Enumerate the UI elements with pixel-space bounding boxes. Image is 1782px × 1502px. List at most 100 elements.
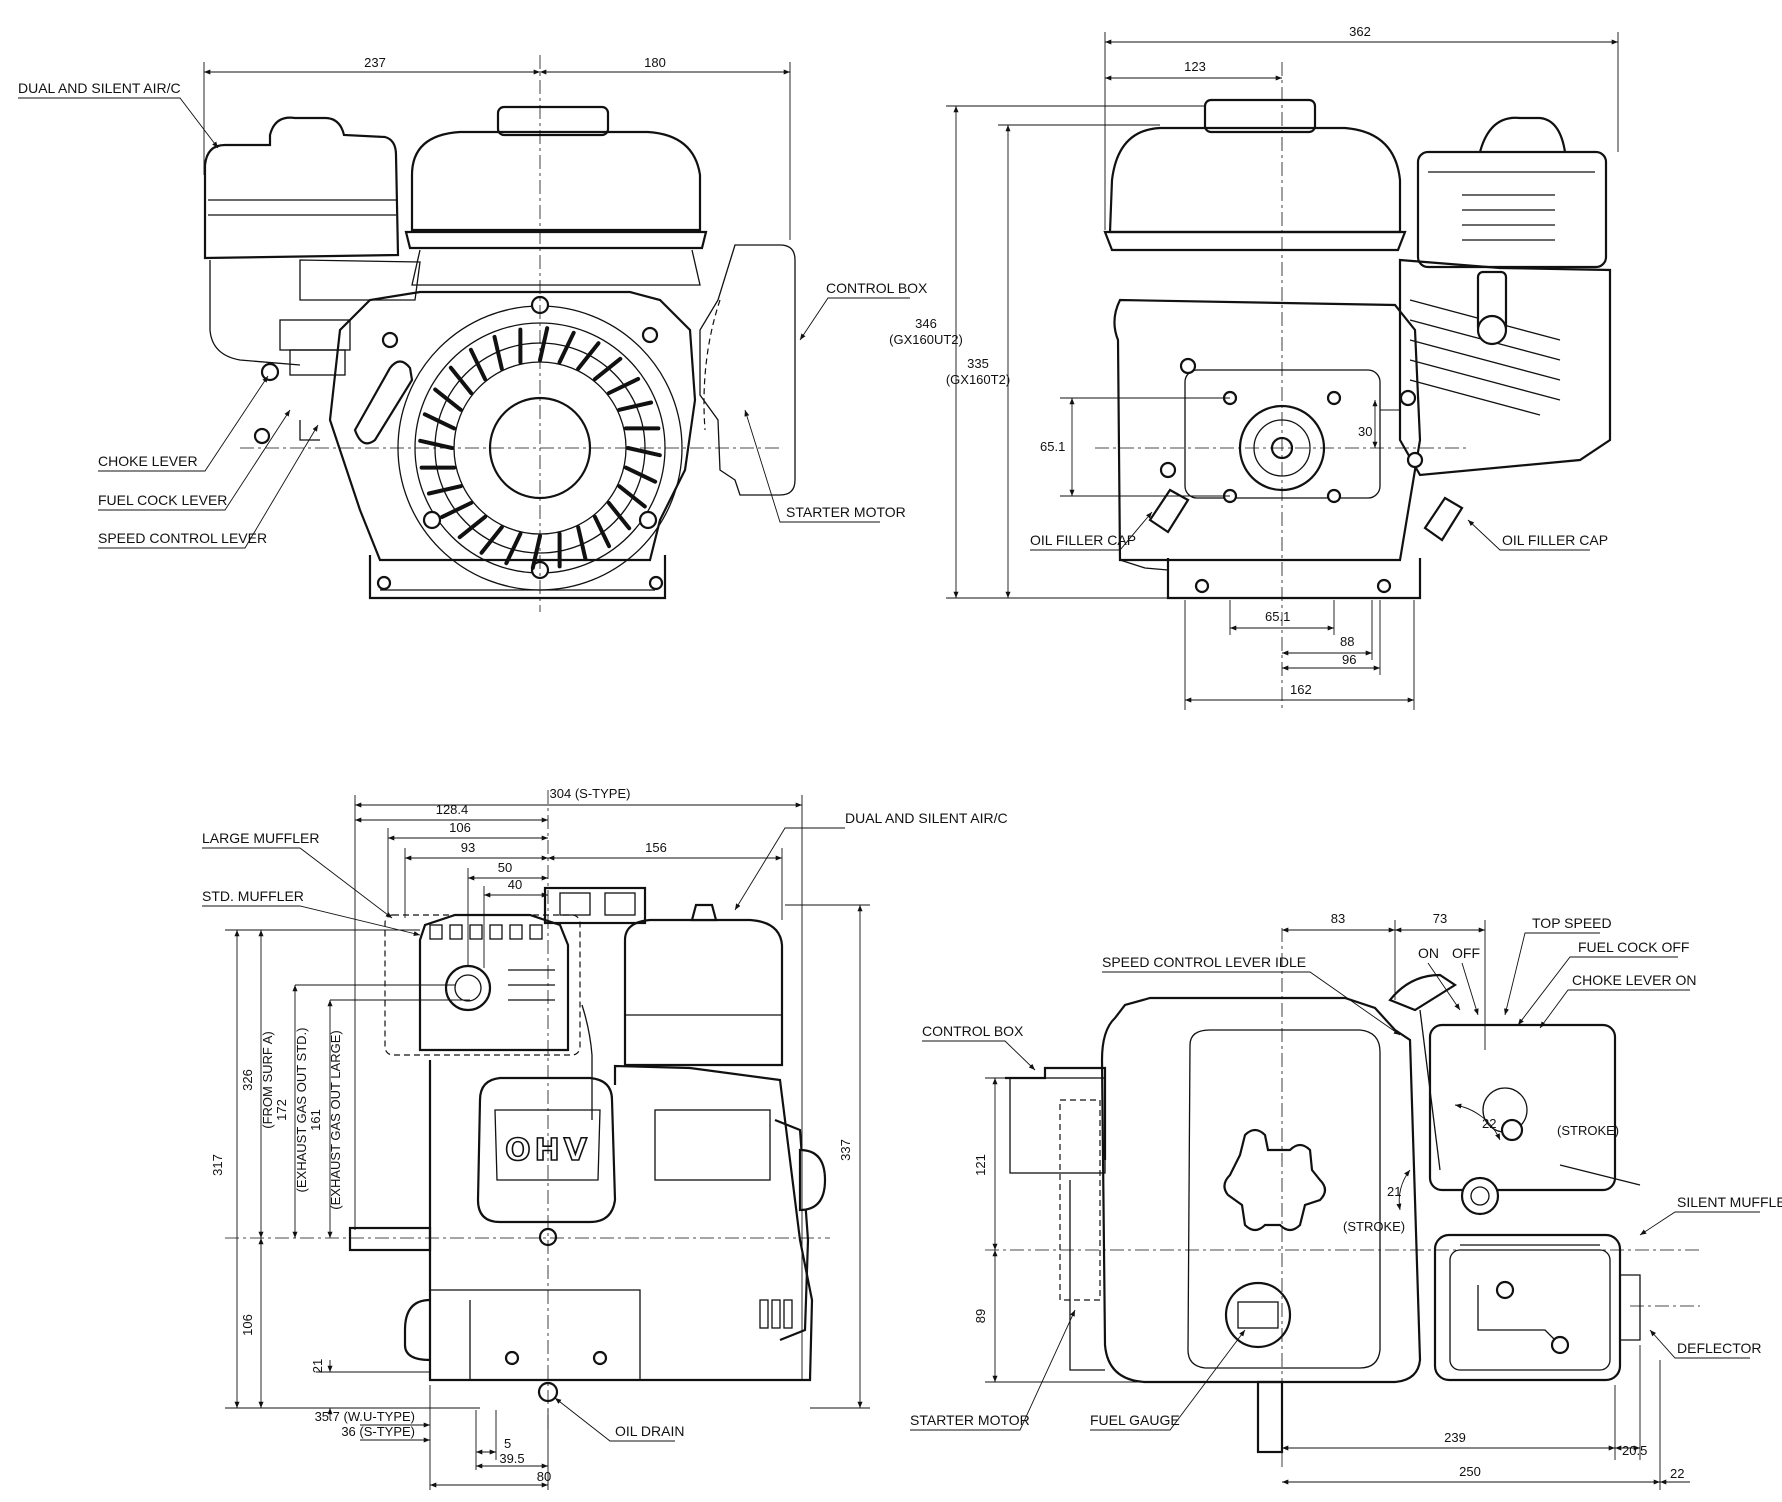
side-cylinder-head: OHV (476, 1076, 617, 1247)
recoil-slot (439, 500, 474, 520)
side-view: OHV 304 (202, 786, 1008, 1490)
side-output-shaft (348, 1226, 432, 1252)
side-fuel-line (581, 1004, 593, 1120)
front-fuel-tank (404, 105, 708, 286)
top-control-box (1005, 1066, 1107, 1371)
recoil-slot (617, 400, 654, 412)
side-dim-161: 161 (308, 1109, 323, 1131)
front-view: 237 180 DUAL AND SILENT AIR/C CONTROL BO… (18, 55, 928, 612)
side-dim-172-note: (EXHAUST GAS OUT STD.) (294, 1028, 309, 1193)
rear-label-oil-filler-cap-left: OIL FILLER CAP (1030, 532, 1136, 548)
front-dim-237: 237 (364, 55, 386, 70)
side-dim-317: 317 (210, 1154, 225, 1176)
side-label-std-muffler: STD. MUFFLER (202, 888, 304, 904)
recoil-slot (617, 484, 647, 509)
recoil-slot (492, 334, 504, 371)
recoil-slot (422, 412, 457, 431)
side-dim-304: 304 (S-TYPE) (550, 786, 631, 801)
side-muffler (384, 913, 581, 1056)
rear-dim-88: 88 (1340, 634, 1354, 649)
side-dim-337: 337 (838, 1139, 853, 1161)
top-label-top-speed: TOP SPEED (1532, 915, 1612, 931)
front-dim-180: 180 (644, 55, 666, 70)
top-label-fuel-cock-off: FUEL COCK OFF (1578, 939, 1690, 955)
side-dim-106: 106 (449, 820, 471, 835)
top-label-silent-muffler: SILENT MUFFLER (1677, 1194, 1782, 1210)
recoil-slot (457, 514, 488, 540)
side-dim-35-7: 35.7 (W.U-TYPE) (315, 1409, 415, 1424)
top-label-on: ON (1418, 945, 1439, 961)
front-recoil-handle (353, 360, 414, 445)
side-recoil-housing (759, 1118, 827, 1342)
front-label-control-box: CONTROL BOX (826, 280, 928, 296)
recoil-slot (530, 534, 542, 570)
recoil-slot (557, 330, 576, 365)
recoil-slot (576, 525, 588, 562)
rear-dim-65-1-horizontal: 65.1 (1265, 609, 1290, 624)
rear-dim-96: 96 (1342, 652, 1356, 667)
rear-crankcase (1113, 298, 1424, 600)
recoil-slot (623, 465, 658, 484)
top-dim-stroke-b: (STROKE) (1343, 1219, 1405, 1234)
recoil-slot (479, 525, 504, 555)
side-dim-39-5: 39.5 (499, 1451, 524, 1466)
rear-view: 362 123 346 (GX160UT2) 335 (GX160T2) 65.… (889, 24, 1619, 710)
side-dim-80: 80 (537, 1469, 551, 1484)
front-control-box-outline (699, 244, 796, 496)
top-dim-89: 89 (973, 1309, 988, 1323)
rear-oil-filler-cap-right (1423, 496, 1464, 542)
recoil-slot (433, 387, 463, 412)
side-dim-172: 172 (274, 1099, 289, 1121)
side-dim-326-note: (FROM SURF A) (260, 1031, 275, 1129)
side-crankcase (403, 1060, 814, 1403)
top-carburetor-box (1388, 973, 1641, 1216)
top-dim-250: 250 (1459, 1464, 1481, 1479)
top-dim-20-5: 20.5 (1622, 1443, 1647, 1458)
recoil-slot (504, 531, 523, 566)
rear-dim-335: 335 (967, 356, 989, 371)
front-label-air-cleaner: DUAL AND SILENT AIR/C (18, 80, 181, 96)
recoil-slot (426, 484, 463, 496)
top-dim-stroke-a: (STROKE) (1557, 1123, 1619, 1138)
top-label-deflector: DEFLECTOR (1677, 1340, 1762, 1356)
rear-dim-362: 362 (1349, 24, 1371, 39)
top-dim-121: 121 (973, 1154, 988, 1176)
top-label-speed-control-lever-idle: SPEED CONTROL LEVER IDLE (1102, 954, 1306, 970)
front-recoil-slots (418, 326, 662, 570)
recoil-slot (418, 438, 454, 450)
top-label-off: OFF (1452, 945, 1480, 961)
side-dim-50: 50 (498, 860, 512, 875)
top-fan-housing (1100, 996, 1422, 1454)
recoil-slot (626, 446, 662, 458)
side-ohv-mark: OHV (505, 1133, 591, 1168)
rear-air-cleaner (1416, 116, 1608, 269)
front-label-choke-lever: CHOKE LEVER (98, 453, 198, 469)
side-label-large-muffler: LARGE MUFFLER (202, 830, 319, 846)
side-dim-40: 40 (508, 877, 522, 892)
side-air-cleaner (623, 903, 784, 1067)
front-label-fuel-cock-lever: FUEL COCK LEVER (98, 492, 227, 508)
side-label-oil-drain: OIL DRAIN (615, 1423, 685, 1439)
front-control-levers (253, 319, 351, 445)
side-dim-161-note: (EXHAUST GAS OUT LARGE) (328, 1030, 343, 1209)
top-label-starter-motor: STARTER MOTOR (910, 1412, 1030, 1428)
rear-label-oil-filler-cap-right: OIL FILLER CAP (1502, 532, 1608, 548)
recoil-slot (468, 347, 488, 382)
rear-dim-346-model: (GX160UT2) (889, 332, 963, 347)
side-dim-128-4: 128.4 (436, 802, 469, 817)
rear-dim-123: 123 (1184, 59, 1206, 74)
top-dim-21: 21 (1387, 1184, 1401, 1199)
side-dim-156: 156 (645, 840, 667, 855)
front-label-starter-motor: STARTER MOTOR (786, 504, 906, 520)
side-dim-5: 5 (504, 1436, 511, 1451)
top-label-control-box: CONTROL BOX (922, 1023, 1024, 1039)
recoil-slot (538, 326, 550, 362)
rear-dim-335-model: (GX160T2) (946, 372, 1010, 387)
rear-fuel-tank (1103, 98, 1407, 252)
rear-dim-162: 162 (1290, 682, 1312, 697)
side-dim-93: 93 (461, 840, 475, 855)
side-dim-326: 326 (240, 1069, 255, 1091)
top-label-fuel-gauge: FUEL GAUGE (1090, 1412, 1180, 1428)
rear-oil-filler-cap-left (1148, 488, 1190, 534)
